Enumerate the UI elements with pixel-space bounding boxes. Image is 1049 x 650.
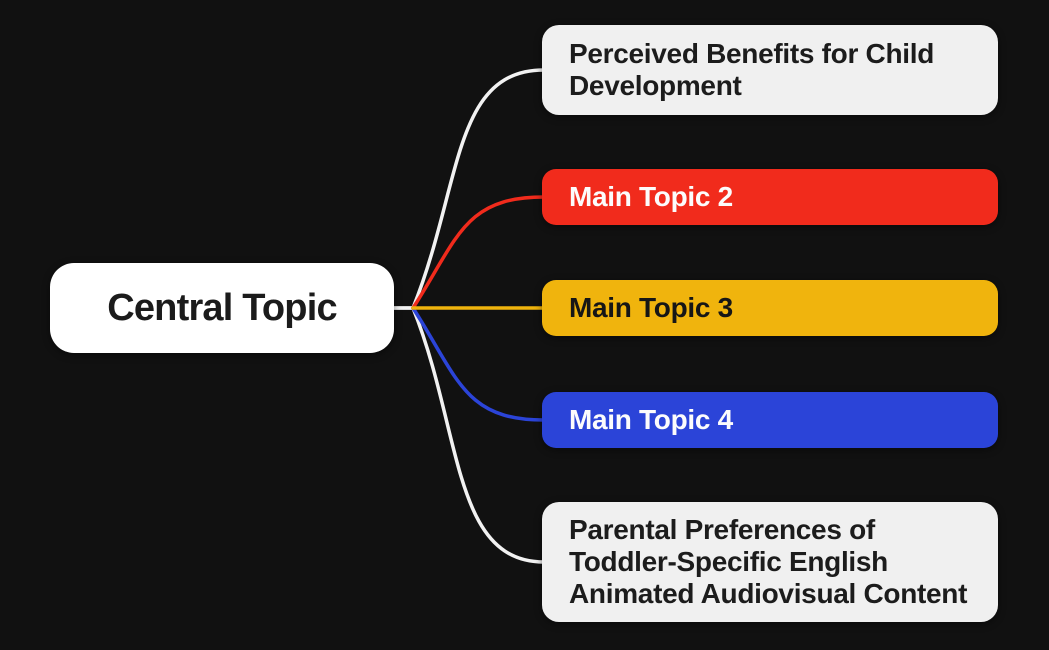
central-topic-label: Central Topic [107,286,337,329]
main-topic-3-node[interactable]: Main Topic 3 [542,280,998,336]
main-topic-4-node[interactable]: Main Topic 4 [542,392,998,448]
connector-main-topic-4 [411,306,546,422]
central-topic-node[interactable]: Central Topic [50,263,394,353]
connector-main-topic-2 [411,195,546,310]
main-topic-1-label: Perceived Benefits for Child Development [569,38,935,101]
main-topic-2-node[interactable]: Main Topic 2 [542,169,998,225]
main-topic-4-label: Main Topic 4 [569,404,733,435]
connector-main-topic-5 [392,306,546,564]
main-topic-5-label: Parental Preferences of Toddler-Specific… [569,514,968,609]
main-topic-5-node[interactable]: Parental Preferences of Toddler-Specific… [542,502,998,622]
main-topic-1-node[interactable]: Perceived Benefits for Child Development [542,25,998,115]
connector-main-topic-1 [392,68,546,310]
main-topic-3-label: Main Topic 3 [569,292,733,323]
main-topic-2-label: Main Topic 2 [569,181,733,212]
